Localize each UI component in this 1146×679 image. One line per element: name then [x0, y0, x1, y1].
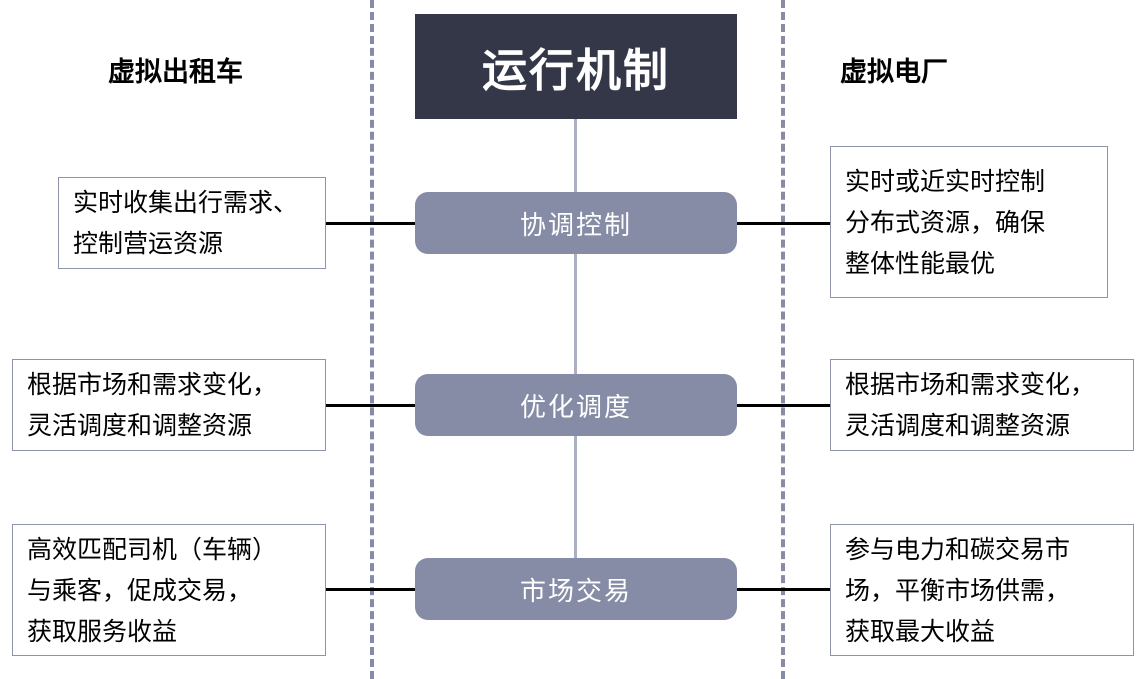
desc-line: 控制营运资源: [73, 229, 224, 258]
desc-line: 与乘客，促成交易，: [27, 575, 253, 605]
stage-pill-2[interactable]: 优化调度: [415, 374, 737, 436]
desc-line: 实时收集出行需求、: [73, 188, 299, 217]
divider-right-dashed: [781, 0, 785, 679]
stage-pill-1[interactable]: 协调控制: [415, 192, 737, 254]
desc-line: 整体性能最优: [845, 248, 996, 278]
column-header-left: 虚拟出租车: [108, 57, 243, 88]
desc-line: 根据市场和需求变化，: [27, 370, 278, 399]
connector-right-2: [735, 404, 830, 407]
desc-line: 实时或近实时控制: [845, 166, 1046, 196]
desc-line: 分布式资源，确保: [845, 207, 1046, 237]
desc-line: 根据市场和需求变化，: [845, 370, 1096, 399]
spine-segment-3: [574, 405, 577, 589]
desc-box-right-3: 参与电力和碳交易市 场，平衡市场供需， 获取最大收益: [830, 524, 1134, 656]
page-title: 运行机制: [481, 44, 670, 97]
connector-left-2: [325, 404, 417, 407]
desc-line: 场，平衡市场供需，: [845, 575, 1071, 605]
stage-label: 协调控制: [519, 210, 632, 241]
desc-line: 参与电力和碳交易市: [845, 534, 1071, 564]
spine-segment-1: [574, 119, 577, 223]
stage-label: 市场交易: [519, 576, 632, 607]
desc-box-left-3: 高效匹配司机（车辆） 与乘客，促成交易， 获取服务收益: [12, 524, 326, 656]
desc-box-left-1: 实时收集出行需求、 控制营运资源: [58, 177, 326, 269]
desc-box-left-2: 根据市场和需求变化， 灵活调度和调整资源: [12, 359, 326, 451]
desc-box-right-2: 根据市场和需求变化， 灵活调度和调整资源: [830, 359, 1134, 451]
connector-left-3: [325, 588, 417, 591]
column-header-right: 虚拟电厂: [840, 57, 948, 88]
divider-left-dashed: [370, 0, 374, 679]
connector-left-1: [325, 222, 417, 225]
connector-right-1: [735, 222, 830, 225]
stage-label: 优化调度: [519, 392, 632, 423]
desc-line: 灵活调度和调整资源: [845, 411, 1071, 440]
desc-line: 获取服务收益: [27, 616, 178, 646]
stage-pill-3[interactable]: 市场交易: [415, 558, 737, 620]
desc-line: 获取最大收益: [845, 616, 996, 646]
desc-box-right-1: 实时或近实时控制 分布式资源，确保 整体性能最优: [830, 146, 1108, 298]
connector-right-3: [735, 588, 830, 591]
spine-segment-2: [574, 223, 577, 405]
desc-line: 高效匹配司机（车辆）: [27, 534, 278, 564]
desc-line: 灵活调度和调整资源: [27, 411, 253, 440]
diagram-title-banner: 运行机制: [415, 14, 737, 119]
